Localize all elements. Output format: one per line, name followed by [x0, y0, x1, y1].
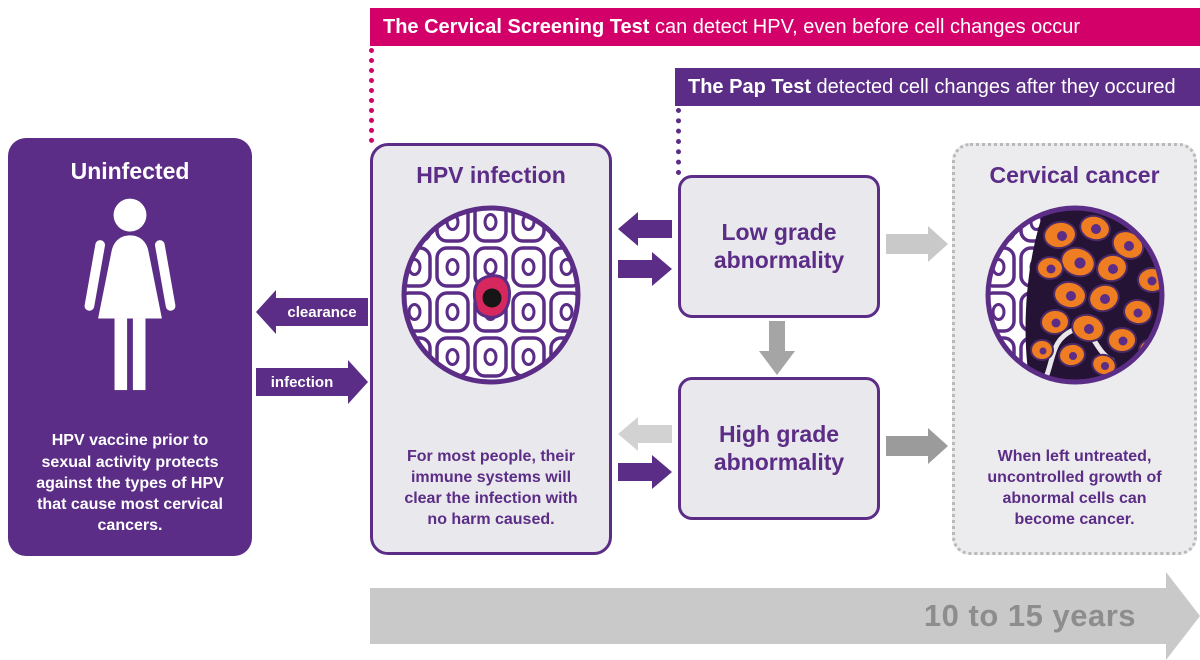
arrow-progression-low	[618, 252, 672, 286]
screening-dotted-connector	[369, 48, 374, 143]
screening-test-banner: The Cervical Screening Test can detect H…	[370, 8, 1200, 46]
uninfected-title: Uninfected	[70, 158, 190, 184]
low-grade-title: Low grade abnormality	[713, 218, 845, 273]
pap-dotted-connector	[676, 108, 681, 175]
clearance-arrow-head	[256, 290, 276, 334]
arrow-low-to-cancer	[886, 226, 948, 262]
arrow-high-to-cancer	[886, 428, 948, 464]
infection-label: infection	[270, 373, 334, 391]
hpv-infection-description: For most people, their immune systems wi…	[404, 447, 578, 528]
low-grade-card: Low grade abnormality	[678, 175, 880, 318]
infection-arrow: infection	[256, 360, 368, 404]
arrow-regression-low	[618, 212, 672, 246]
cervical-cancer-description: When left untreated, uncontrolled growth…	[987, 447, 1162, 528]
woman-icon	[72, 194, 188, 421]
cervical-cancer-title: Cervical cancer	[989, 162, 1160, 188]
pap-test-banner-bold: The Pap Test	[688, 75, 811, 98]
infection-arrow-head	[348, 360, 368, 404]
clearance-label: clearance	[287, 303, 357, 321]
arrow-low-to-high	[759, 321, 795, 375]
uninfected-card: Uninfected HPV vaccine prior to sexual a…	[8, 138, 252, 556]
screening-test-banner-bold: The Cervical Screening Test	[383, 15, 650, 38]
timeline-label: 10 to 15 years	[923, 598, 1136, 633]
pap-test-banner: The Pap Test detected cell changes after…	[675, 68, 1200, 106]
pap-test-banner-text: detected cell changes after they occured	[811, 75, 1176, 98]
screening-test-banner-text: can detect HPV, even before cell changes…	[649, 15, 1081, 38]
high-grade-card: High grade abnormality	[678, 377, 880, 520]
timeline-arrow: 10 to 15 years	[370, 588, 1166, 644]
uninfected-description: HPV vaccine prior to sexual activity pro…	[36, 432, 224, 534]
cervical-cancer-card: Cervical cancer	[952, 143, 1197, 555]
hpv-infection-title: HPV infection	[416, 162, 566, 188]
cancer-cells-illustration	[980, 200, 1170, 395]
clearance-arrow: clearance	[256, 290, 368, 334]
arrow-regression-high	[618, 417, 672, 451]
high-grade-title: High grade abnormality	[713, 420, 845, 475]
timeline-arrow-head	[1166, 572, 1200, 660]
hpv-cells-illustration	[396, 200, 586, 395]
hpv-infection-card: HPV infection For most peo	[370, 143, 612, 555]
arrow-progression-high	[618, 455, 672, 489]
